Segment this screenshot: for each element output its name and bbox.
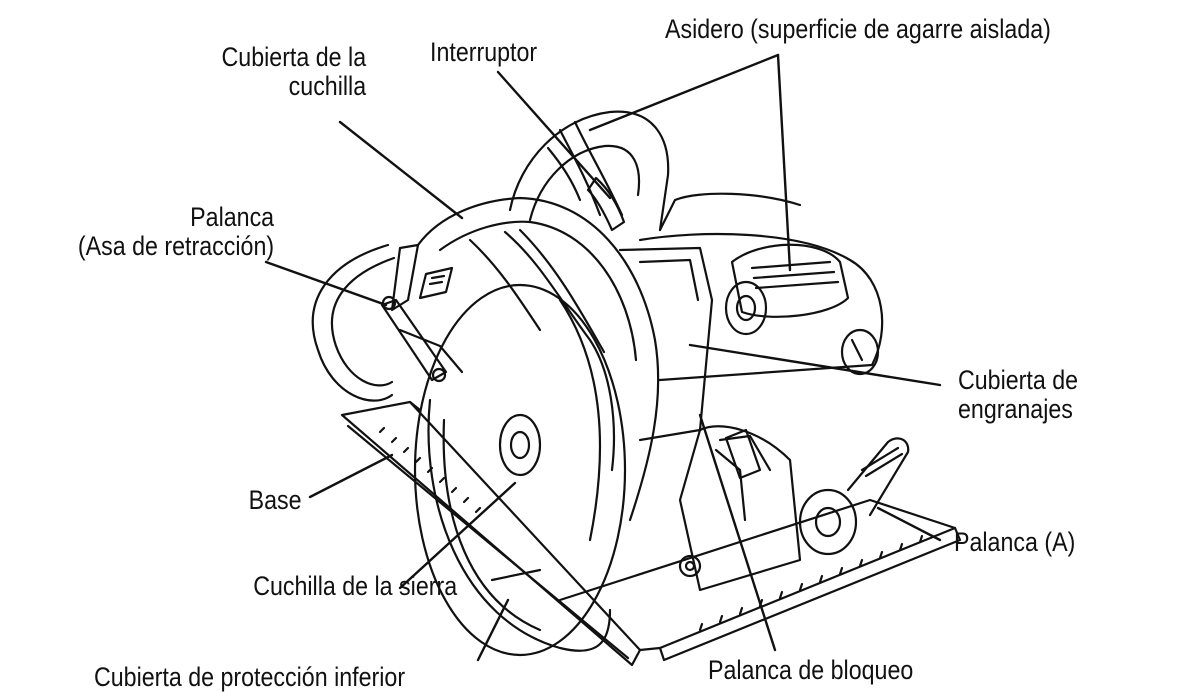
label-switch: Interruptor [430,38,537,67]
leader-base [308,453,394,499]
handle-body [508,110,670,232]
motor-housing [638,192,884,382]
gear-cover [618,246,714,442]
leader-blade-cover [338,120,464,220]
label-switch-text: Interruptor [430,37,538,67]
label-saw-blade: Cuchilla de la sierra [253,572,457,601]
lower-guard-shape [427,398,612,652]
leader-lever-a [876,506,942,542]
label-lock-lever: Palanca de bloqueo [708,656,913,685]
power-cord-inner [330,256,396,387]
upper-blade-cover [390,196,660,522]
lever-a-shape [798,437,910,556]
leader-gear-cover [688,343,942,387]
lock-lever-shape [724,428,762,480]
leader-lower-guard [476,598,510,662]
label-blade-cover-line2: cuchilla [288,71,366,101]
leader-saw-blade [398,481,517,590]
label-lever-a: Palanca (A) [954,528,1075,557]
switch-trigger [586,176,626,232]
label-gear-cover: Cubierta de engranajes [958,366,1078,424]
saw-blade-shape [413,283,627,657]
label-retraction-lever: Palanca (Asa de retracción) [78,203,274,261]
label-lower-guard: Cubierta de protección inferior [94,663,405,692]
label-lock-lever-text: Palanca de bloqueo [708,655,914,685]
label-handle: Asidero (superficie de agarre aislada) [665,15,1051,44]
label-lever-a-text: Palanca (A) [954,527,1076,557]
leader-lock-lever [698,413,777,652]
label-saw-blade-text: Cuchilla de la sierra [253,571,457,601]
leader-lines [264,53,942,662]
label-blade-cover: Cubierta de la cuchilla [221,43,366,101]
label-handle-text: Asidero (superficie de agarre aislada) [665,14,1051,44]
label-base-text: Base [249,485,302,515]
base-plate [340,400,962,667]
leader-handle-2 [776,53,792,272]
base-scale-marks [378,426,924,632]
label-blade-cover-line1: Cubierta de la [221,42,366,72]
bevel-bracket [678,425,802,592]
label-retraction-lever-line1: Palanca [190,202,274,232]
label-lower-guard-text: Cubierta de protección inferior [94,662,406,692]
front-grip [724,243,850,336]
leader-handle-1 [588,53,780,132]
label-gear-cover-line1: Cubierta de [958,365,1079,395]
leader-retraction [264,260,388,307]
label-base: Base [249,486,302,515]
label-retraction-lever-line2: (Asa de retracción) [77,231,274,261]
power-cord [311,243,394,402]
leader-switch [496,70,612,200]
label-gear-cover-line2: engranajes [958,394,1073,424]
